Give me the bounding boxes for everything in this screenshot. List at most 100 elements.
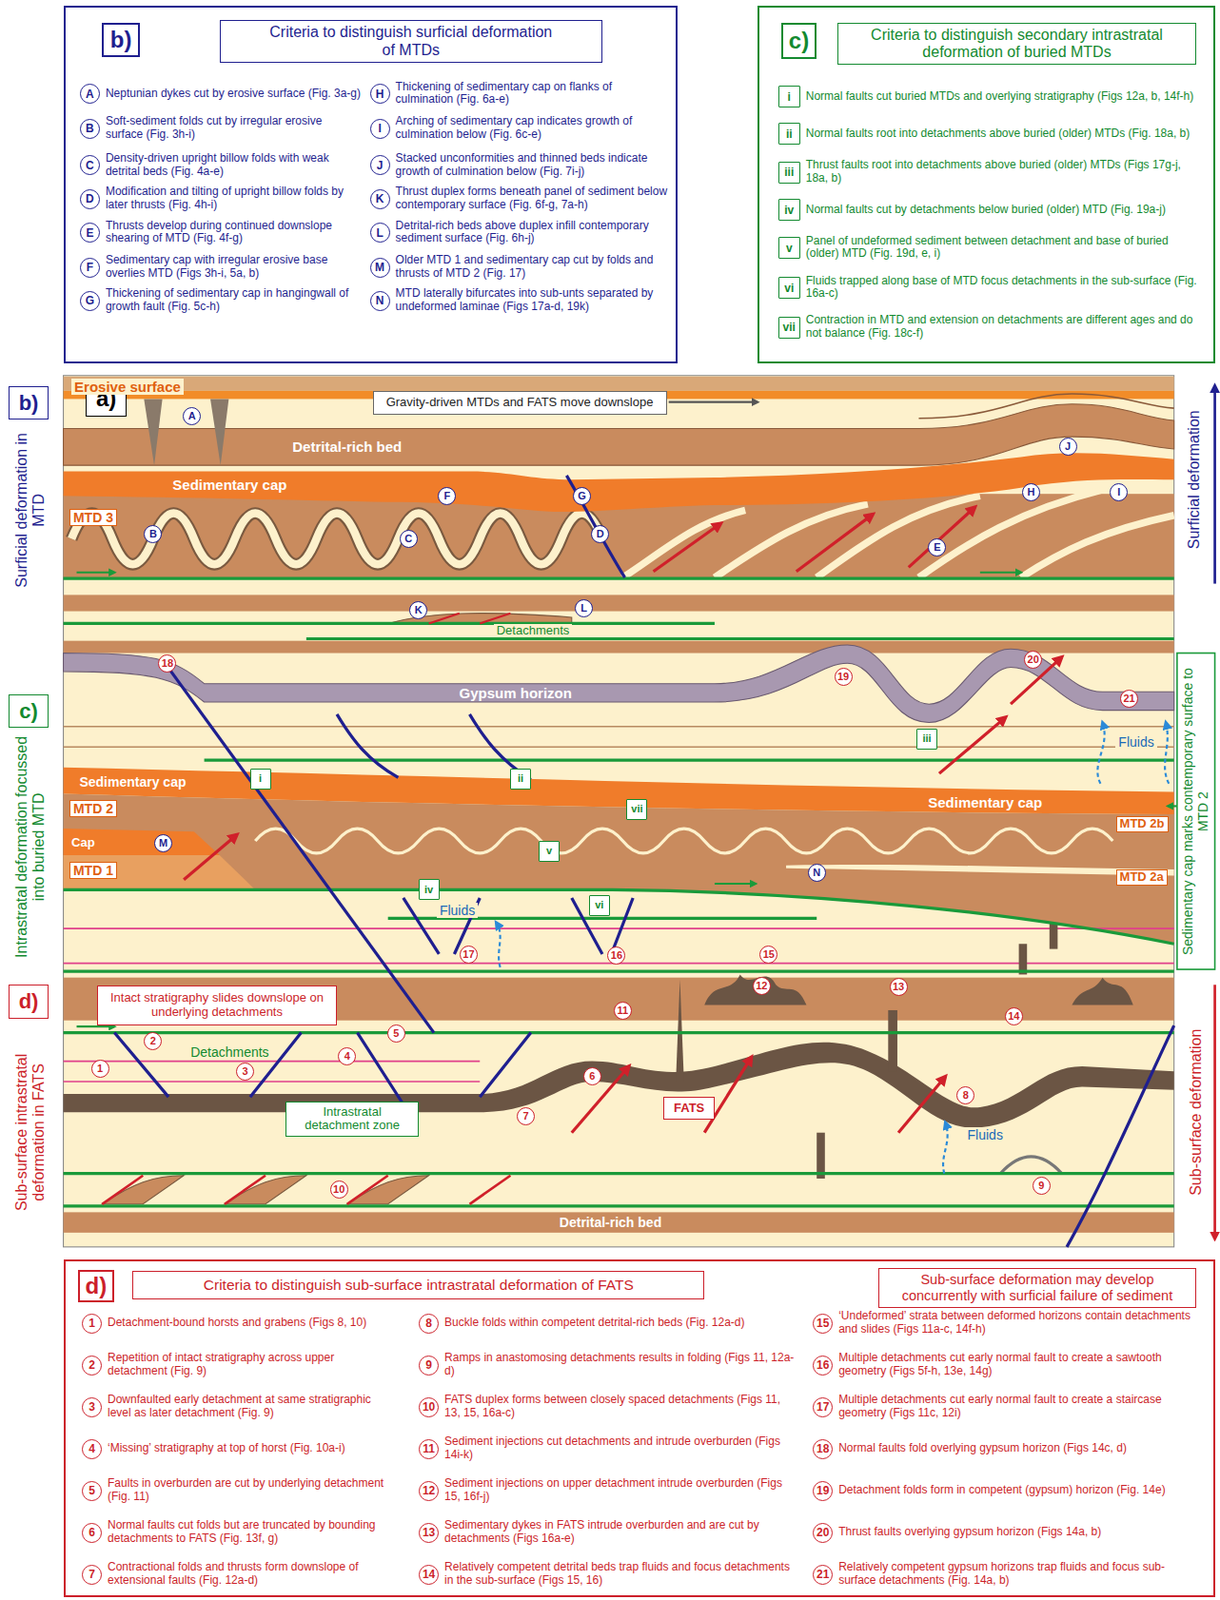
criterion-marker: 15‘Undeformed’ strata between deformed h… [812, 1314, 833, 1335]
box-text: Intact stratigraphy slides downslope on … [101, 991, 333, 1021]
strata [63, 375, 1175, 1248]
callout-marker: 5 [387, 1024, 406, 1043]
marker-text: 19 [816, 1485, 829, 1497]
marker-text: i [787, 91, 791, 103]
strata [63, 1042, 1175, 1129]
marker-text: 4 [88, 1443, 96, 1456]
strata [704, 974, 807, 1005]
marker-text: 14 [1007, 1011, 1020, 1023]
callout-marker: H [1022, 483, 1041, 502]
strata [63, 794, 1175, 945]
marker-text: I [1117, 487, 1121, 498]
strata [63, 375, 1175, 1248]
criterion-marker: LDetrital-rich beds above duplex infill … [370, 222, 391, 243]
marker-text: 7 [522, 1111, 529, 1122]
marker-text: 2 [88, 1359, 96, 1372]
side-label: Surficial deformation in MTD [13, 423, 49, 597]
strata [63, 376, 1175, 392]
figure-label: Detachments [493, 624, 573, 639]
criterion-text: FATS duplex forms between closely spaced… [444, 1395, 795, 1422]
box-text: Sub-surface deformation may develop conc… [883, 1272, 1193, 1304]
callout-marker: 18 [157, 654, 177, 673]
marker-text: 10 [422, 1401, 435, 1414]
criterion-marker: ivNormal faults cut by detachments below… [778, 198, 801, 221]
criterion-text: Detachment folds form in competent (gyps… [838, 1484, 1199, 1498]
marker-text: 3 [88, 1401, 96, 1414]
strata [63, 727, 1175, 748]
marker-text: B [149, 529, 158, 540]
callout-marker: 13 [889, 978, 908, 997]
detachment-lines [63, 577, 1175, 581]
detachment-lines [980, 571, 1022, 574]
marker-text: D [85, 193, 95, 205]
figure-label: Detachments [187, 1044, 272, 1061]
panel-letter: b) [101, 22, 140, 58]
box-text: d) [19, 989, 40, 1014]
criterion-text: Stacked unconformities and thinned beds … [395, 152, 672, 179]
marker-text: 13 [422, 1527, 435, 1539]
strata [210, 398, 229, 466]
normal-faults [1066, 1025, 1175, 1248]
thrust-faults [939, 717, 1006, 774]
fluid-arrows [495, 722, 1169, 1174]
criterion-text: ‘Missing’ stratigraphy at top of horst (… [107, 1442, 394, 1457]
fluid-arrows [1097, 722, 1104, 784]
marker-text: J [1064, 441, 1071, 453]
strata [816, 1133, 826, 1180]
side-label: Intrastratal deformation focussed into b… [13, 734, 49, 960]
strata [143, 398, 162, 466]
strata [1071, 978, 1133, 1006]
criterion-marker: 17Multiple detachments cut early normal … [812, 1397, 833, 1418]
strata [1049, 924, 1059, 950]
strata [71, 513, 603, 566]
marker-text: M [158, 838, 168, 849]
detachment-lines [77, 571, 116, 574]
strata [255, 828, 1113, 854]
box-text: FATS [673, 1101, 705, 1117]
criterion-text: Density-driven upright billow folds with… [105, 152, 363, 179]
marker-text: 8 [425, 1318, 433, 1330]
side-label: Surficial deformation [1185, 382, 1203, 577]
detachment-lines [63, 622, 715, 626]
callout-marker: G [572, 487, 591, 506]
criterion-marker: 3Downfaulted early detachment at same st… [81, 1397, 102, 1418]
criteria-panel: b)Criteria to distinguish surficial defo… [63, 5, 679, 363]
callout-marker: C [399, 530, 418, 549]
box-text: Gravity-driven MTDs and FATS move downsl… [386, 395, 654, 411]
side-arrows [669, 401, 758, 404]
criteria-panel: d)Criteria to distinguish sub-surface in… [63, 1259, 1216, 1598]
marker-text: 6 [88, 1527, 96, 1539]
marker-text: F [86, 261, 94, 274]
marker-text: 17 [816, 1401, 829, 1414]
callout-marker: E [927, 538, 946, 557]
strata [887, 1010, 898, 1072]
marker-text: 3 [241, 1066, 248, 1078]
criterion-marker: iNormal faults cut buried MTDs and overl… [778, 85, 801, 108]
marker-text: 21 [816, 1569, 829, 1581]
text-box: FATS [663, 1097, 715, 1121]
criterion-text: Arching of sedimentary cap indicates gro… [395, 115, 672, 142]
figure-label: MTD 2 [69, 800, 118, 818]
text-box: Intact stratigraphy slides downslope on … [97, 985, 337, 1026]
marker-text: 6 [589, 1071, 595, 1083]
marker-text: 20 [816, 1527, 829, 1539]
marker-text: 16 [610, 950, 623, 962]
marker-text: L [375, 227, 383, 239]
criterion-text: Ramps in anastomosing detachments result… [444, 1353, 795, 1380]
callout-marker: ii [510, 768, 532, 790]
marker-text: K [375, 193, 385, 205]
figure-label: Gypsum horizon [459, 685, 572, 702]
figure-label: Fluids [964, 1127, 1006, 1143]
marker-text: vi [594, 900, 604, 911]
text-box: Criteria to distinguish secondary intras… [837, 22, 1198, 66]
criterion-marker: MOlder MTD 1 and sedimentary cap cut by … [370, 257, 391, 278]
marker-text: C [404, 533, 413, 545]
criterion-marker: CDensity-driven upright billow folds wit… [79, 155, 100, 176]
marker-text: vii [783, 321, 796, 334]
criterion-text: Sedimentary dykes in FATS intrude overbu… [444, 1520, 795, 1548]
callout-marker: 20 [1023, 650, 1043, 670]
criterion-marker: vPanel of undeformed sediment between de… [778, 236, 801, 259]
text-box: d) [8, 984, 50, 1019]
side-label: Sub-surface deformation [1187, 1000, 1205, 1225]
fluid-arrows [495, 923, 500, 968]
